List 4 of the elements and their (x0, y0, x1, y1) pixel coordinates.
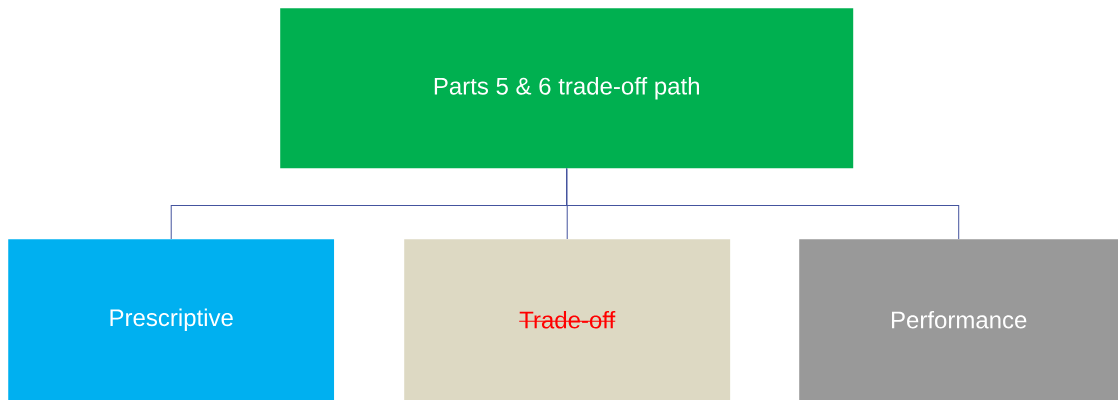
category-box: Performance (799, 239, 1118, 400)
connector-line (566, 167, 960, 240)
title-box: Parts 5 & 6 trade-off path (280, 8, 854, 169)
category-box: Prescriptive (8, 239, 335, 400)
